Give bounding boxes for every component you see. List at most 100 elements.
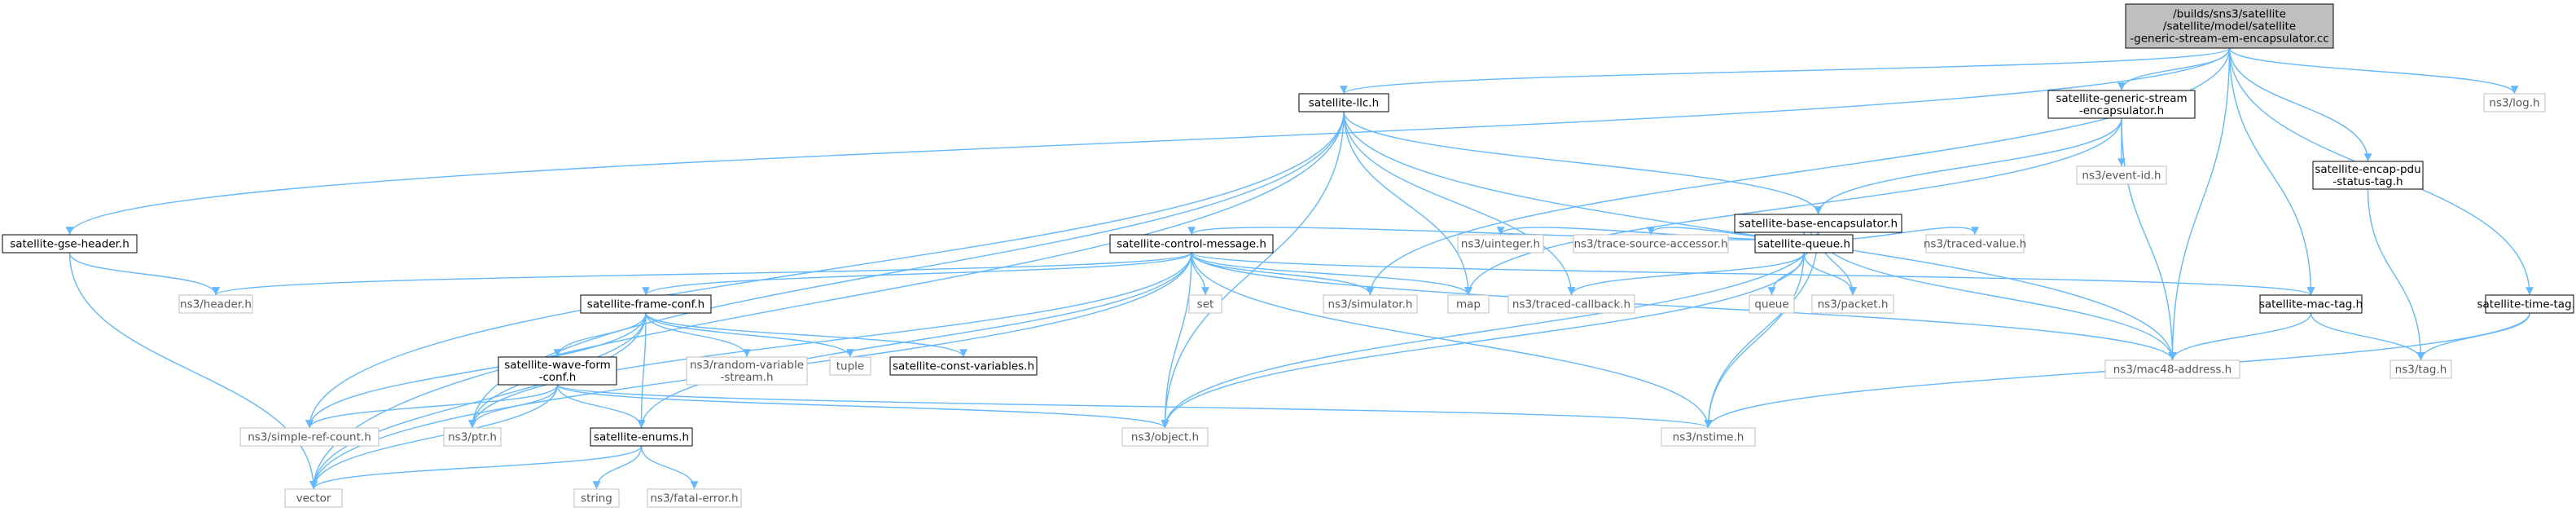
edge-queue-to-packet: [1803, 252, 1857, 296]
node-string-label-line-0: string: [581, 492, 612, 505]
node-src-box: [239, 427, 380, 447]
edge-ctrl-to-mac48: [1191, 252, 2177, 361]
edge-frame-to-tuple: [645, 312, 854, 358]
node-gse[interactable]: satellite-gse-header.h: [2, 234, 138, 254]
node-constvar[interactable]: satellite-const-variables.h: [889, 356, 1038, 376]
node-wave[interactable]: satellite-wave-form-conf.h: [498, 356, 617, 386]
node-enums-box: [590, 427, 693, 447]
node-ctrl[interactable]: satellite-control-message.h: [1109, 234, 1274, 254]
node-wave-label-line-0: satellite-wave-form: [504, 359, 611, 372]
node-set: set: [1188, 294, 1222, 314]
edge-queue-to-nstime: [1704, 252, 1805, 429]
edge-ctrl-to-nstime: [1191, 252, 1713, 429]
node-sim-label-line-0: ns3/simulator.h: [1328, 298, 1413, 311]
node-gse-box: [2, 234, 138, 254]
node-nstime-box: [1661, 427, 1756, 447]
node-root-label-line-1: /satellite/model/satellite: [2163, 20, 2296, 33]
node-frame-label-line-0: satellite-frame-conf.h: [587, 298, 704, 311]
node-header-box: [178, 294, 253, 314]
node-qq-label-line-0: queue: [1754, 298, 1788, 311]
node-tuple: tuple: [829, 356, 871, 376]
node-ptr-label-line-0: ns3/ptr.h: [448, 431, 497, 444]
node-vector-box: [284, 488, 343, 508]
edge-base-to-obj: [1161, 232, 1819, 429]
node-mactag-box: [2259, 294, 2363, 314]
edge-wave-to-src: [305, 384, 559, 429]
node-eventid: ns3/event-id.h: [2076, 165, 2167, 185]
node-vector: vector: [284, 488, 343, 508]
node-mactag-label-line-0: satellite-mac-tag.h: [2259, 298, 2363, 311]
node-wave-label-line-1: -conf.h: [539, 371, 577, 384]
node-obj: ns3/object.h: [1121, 427, 1209, 447]
node-llc-box: [1298, 93, 1389, 112]
node-sim-box: [1323, 294, 1418, 314]
edge-root-to-llc: [1340, 47, 2231, 95]
node-enums[interactable]: satellite-enums.h: [590, 427, 693, 447]
node-uint-box: [1457, 234, 1544, 254]
node-log-box: [2483, 93, 2546, 112]
node-ptr: ns3/ptr.h: [443, 427, 502, 447]
node-base-label-line-0: satellite-base-encapsulator.h: [1739, 218, 1898, 231]
edge-gse-to-header: [68, 252, 220, 296]
node-mac48-box: [2104, 359, 2240, 379]
node-queue[interactable]: satellite-queue.h: [1754, 234, 1854, 254]
edge-queue-to-obj: [1161, 252, 1805, 429]
node-header: ns3/header.h: [178, 294, 253, 314]
edge-ctrl-to-header: [212, 252, 1192, 296]
edge-llc-to-base: [1343, 111, 1823, 215]
node-src-label-line-0: ns3/simple-ref-count.h: [248, 431, 371, 444]
node-layer: /builds/sns3/satellite/satellite/model/s…: [2, 3, 2576, 508]
node-fatal: ns3/fatal-error.h: [647, 488, 742, 508]
edge-llc-to-tcb: [1343, 111, 1576, 296]
node-frame[interactable]: satellite-frame-conf.h: [580, 294, 712, 314]
node-constvar-box: [889, 356, 1038, 376]
edge-root-to-mactag: [2228, 47, 2315, 296]
node-tval-label-line-0: ns3/traced-value.h: [1924, 238, 2026, 251]
node-eventid-label-line-0: ns3/event-id.h: [2082, 170, 2161, 183]
node-base-box: [1734, 214, 1902, 233]
node-queue-box: [1754, 234, 1854, 254]
edge-gse-to-vector: [68, 252, 318, 490]
node-vector-label-line-0: vector: [296, 492, 331, 505]
node-timetag[interactable]: satellite-time-tag.h: [2477, 294, 2576, 314]
edge-llc-to-map: [1343, 111, 1472, 296]
node-tsa-label-line-0: ns3/trace-source-accessor.h: [1573, 238, 1727, 251]
edge-encpdu-to-tag: [2367, 188, 2425, 361]
node-gen[interactable]: satellite-generic-stream-encapsulator.h: [2047, 90, 2196, 119]
node-string: string: [573, 488, 620, 508]
node-tag-label-line-0: ns3/tag.h: [2395, 364, 2447, 377]
edge-llc-to-vector: [309, 111, 1345, 490]
node-packet-label-line-0: ns3/packet.h: [1818, 298, 1889, 311]
node-llc[interactable]: satellite-llc.h: [1298, 93, 1389, 112]
edge-frame-to-enums: [637, 312, 647, 429]
edge-ctrl-to-sim: [1191, 252, 1375, 296]
edge-frame-to-rvs: [645, 312, 751, 358]
node-root-label-line-2: -generic-stream-em-encapsulator.cc: [2130, 33, 2328, 46]
node-uint: ns3/uinteger.h: [1457, 234, 1544, 254]
node-tuple-box: [829, 356, 871, 376]
edge-mactag-to-mac48: [2168, 312, 2312, 361]
node-src: ns3/simple-ref-count.h: [239, 427, 380, 447]
node-timetag-box: [2485, 294, 2574, 314]
node-encpdu[interactable]: satellite-encap-pdu-status-tag.h: [2312, 161, 2424, 190]
node-base[interactable]: satellite-base-encapsulator.h: [1734, 214, 1902, 233]
node-tval: ns3/traced-value.h: [1924, 234, 2026, 254]
node-ptr-box: [443, 427, 502, 447]
edge-gen-to-base: [1814, 117, 2122, 215]
node-mactag[interactable]: satellite-mac-tag.h: [2259, 294, 2363, 314]
edge-frame-to-constvar: [645, 312, 968, 358]
edge-frame-to-wave: [553, 312, 647, 358]
node-root[interactable]: /builds/sns3/satellite/satellite/model/s…: [2125, 3, 2334, 49]
edge-enums-to-vector: [309, 445, 643, 490]
edge-frame-to-vector: [309, 312, 647, 490]
node-map: map: [1447, 294, 1490, 314]
node-gen-label-line-0: satellite-generic-stream: [2056, 92, 2187, 105]
edge-ctrl-to-frame: [642, 252, 1192, 296]
node-set-label-line-0: set: [1197, 298, 1214, 311]
node-rvs: ns3/random-variable-stream.h: [686, 356, 808, 386]
node-wave-box: [498, 356, 617, 386]
edge-wave-to-ptr: [468, 384, 559, 429]
edge-root-to-encpdu: [2228, 47, 2372, 162]
node-rvs-label-line-0: ns3/random-variable: [690, 359, 804, 372]
edge-root-to-gse: [65, 47, 2231, 236]
